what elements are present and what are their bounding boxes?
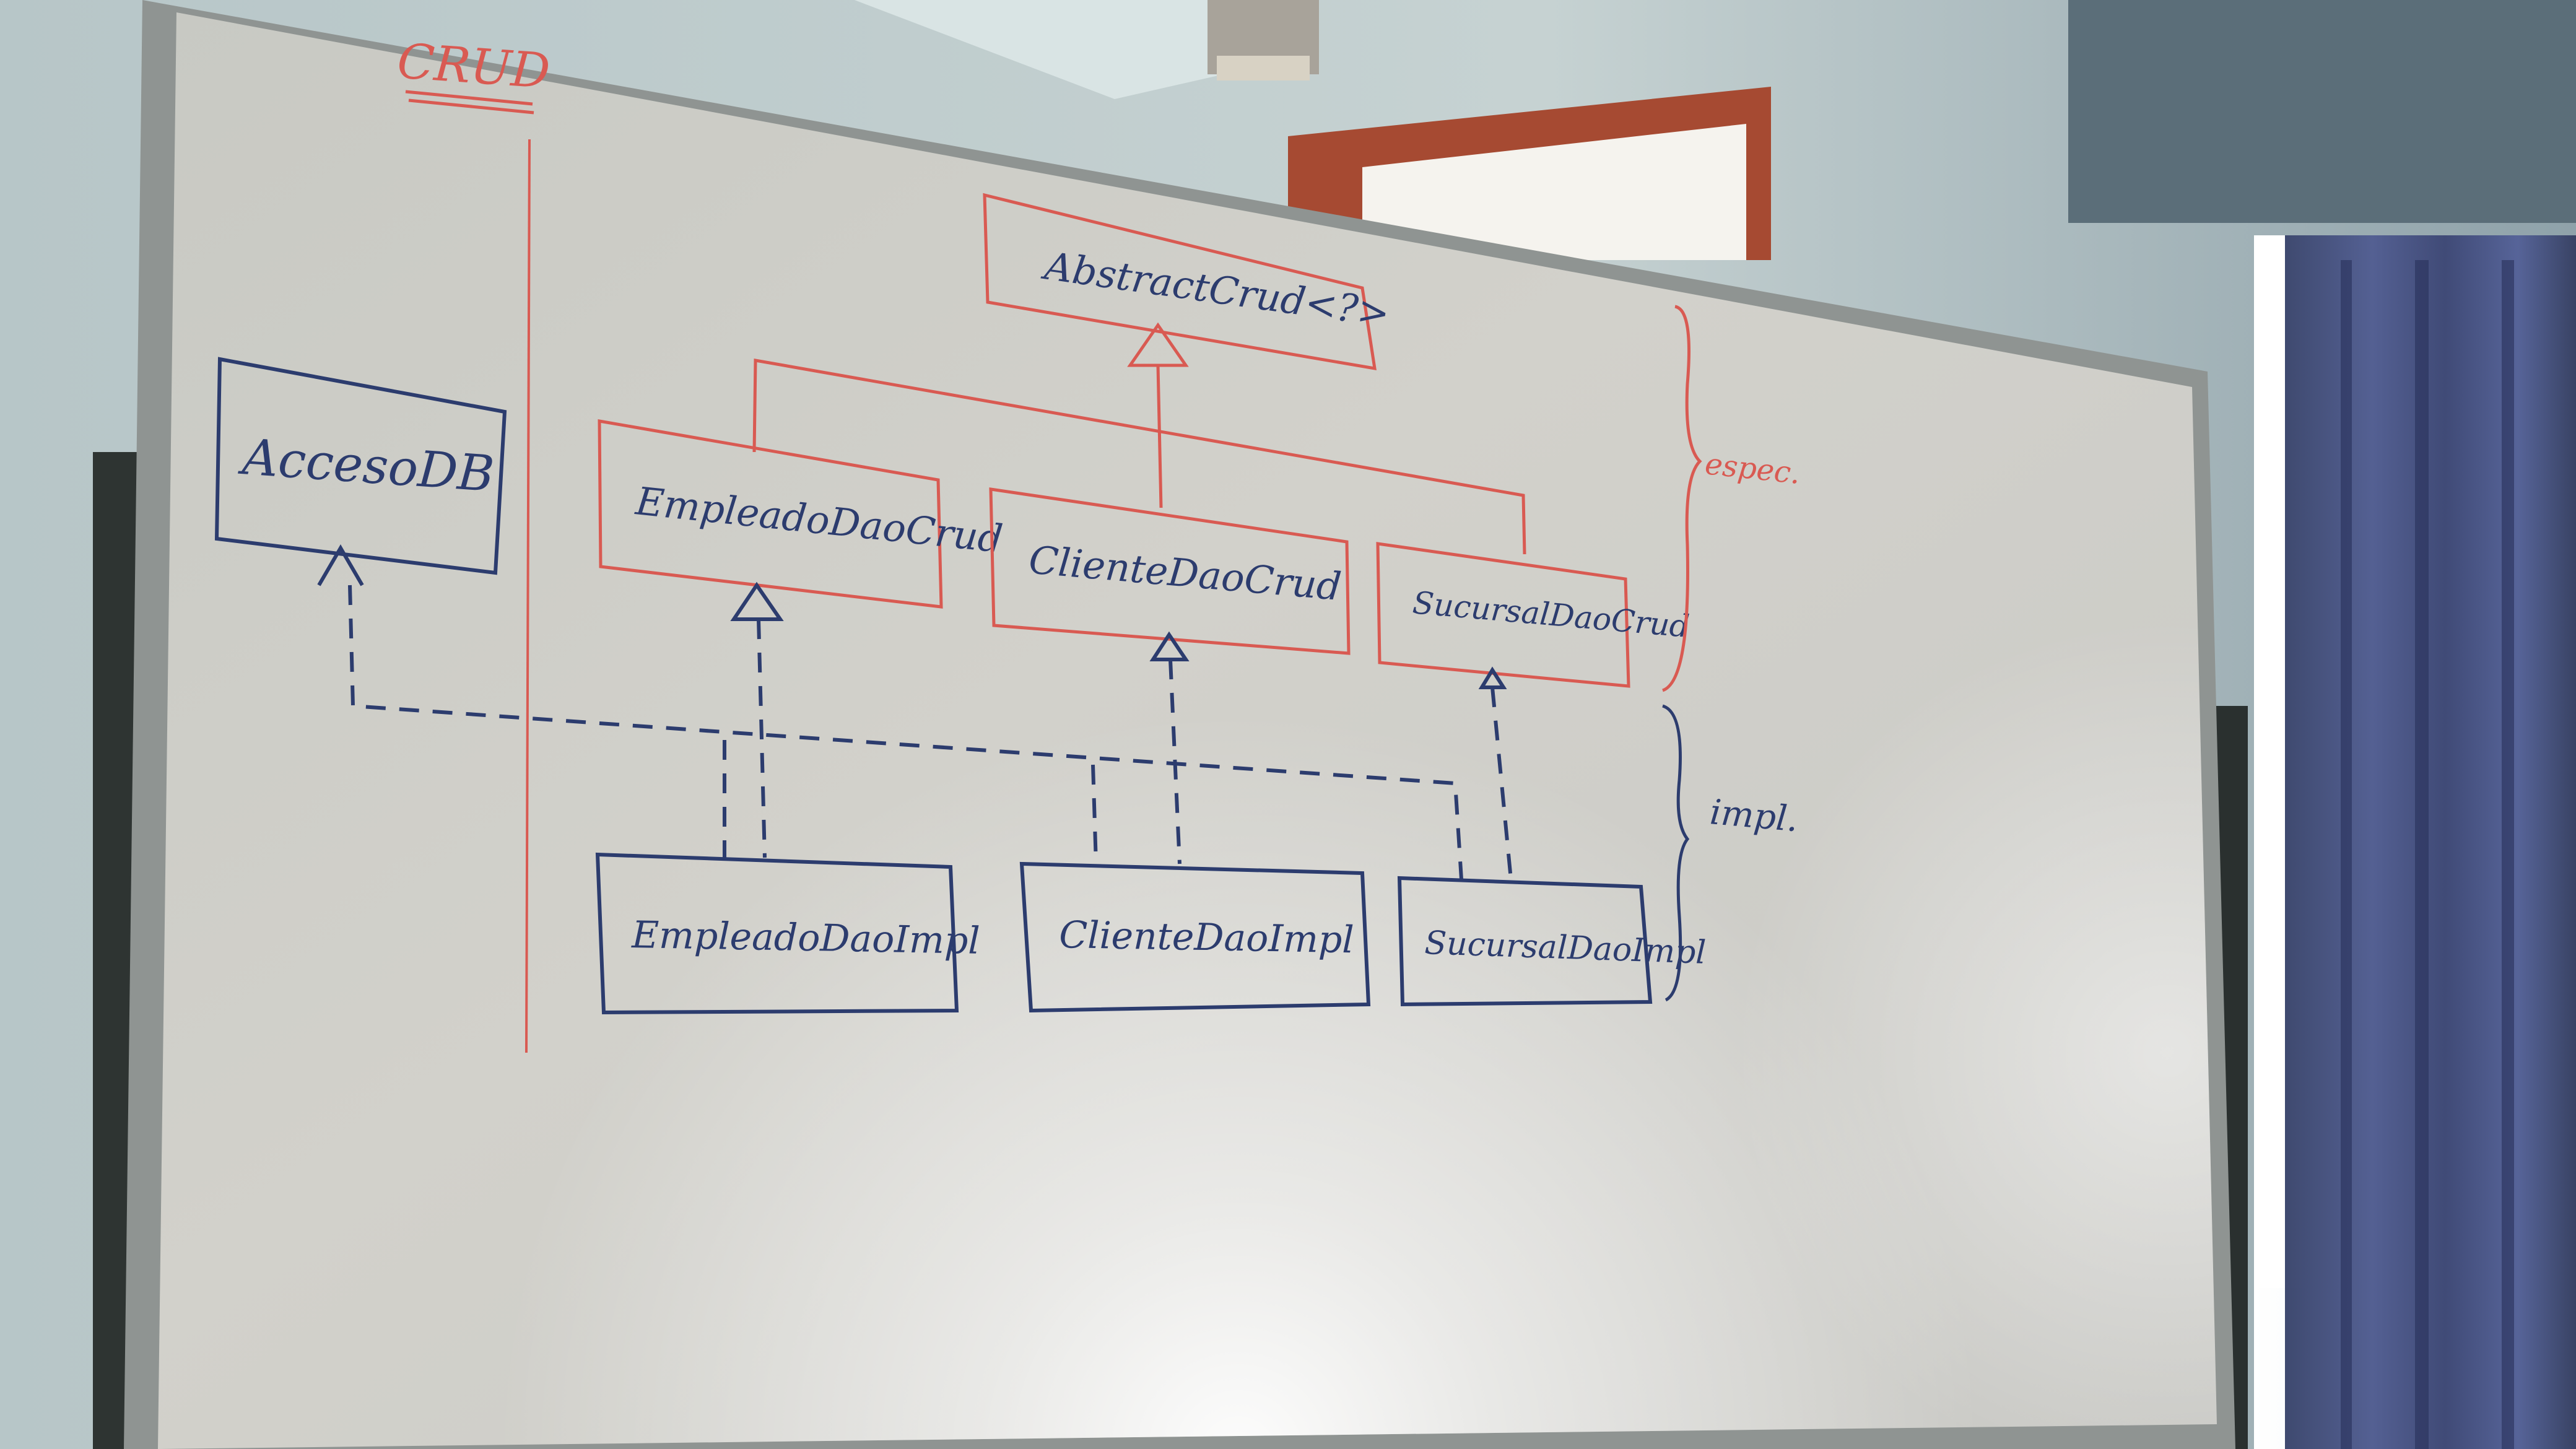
cliente-realization-arrow (1149, 631, 1190, 661)
crud-divider (525, 139, 531, 1053)
doorway (1288, 87, 1771, 260)
cliente-impl-label: ClienteDaoImpl (1059, 913, 1354, 962)
impl-brace (1662, 704, 1690, 1002)
crud-heading: CRUD (396, 33, 552, 100)
empleado-impl-box: EmpleadoDaoImpl (595, 852, 980, 1015)
ceiling-beam (855, 0, 1251, 99)
board-glare-right (158, 12, 2217, 1449)
cliente-impl-box: ClienteDaoImpl (1019, 861, 1371, 1013)
acceso-db-arrowhead (317, 544, 364, 586)
ceiling-lamp-icon (1208, 0, 1319, 80)
empleado-realization-arrow (730, 581, 784, 621)
dependency-lines (348, 585, 1513, 880)
crud-underline (405, 90, 533, 106)
abstract-trunk-line (1156, 365, 1163, 508)
crud-underline-2 (408, 98, 534, 115)
sucursal-realization-arrow (1478, 666, 1507, 689)
spec-brace (1661, 305, 1702, 692)
empleado-impl-label: EmpleadoDaoImpl (631, 913, 980, 963)
impl-label: impl. (1708, 792, 1800, 840)
curtain (2285, 235, 2576, 1449)
inheritance-tree (752, 359, 1526, 555)
